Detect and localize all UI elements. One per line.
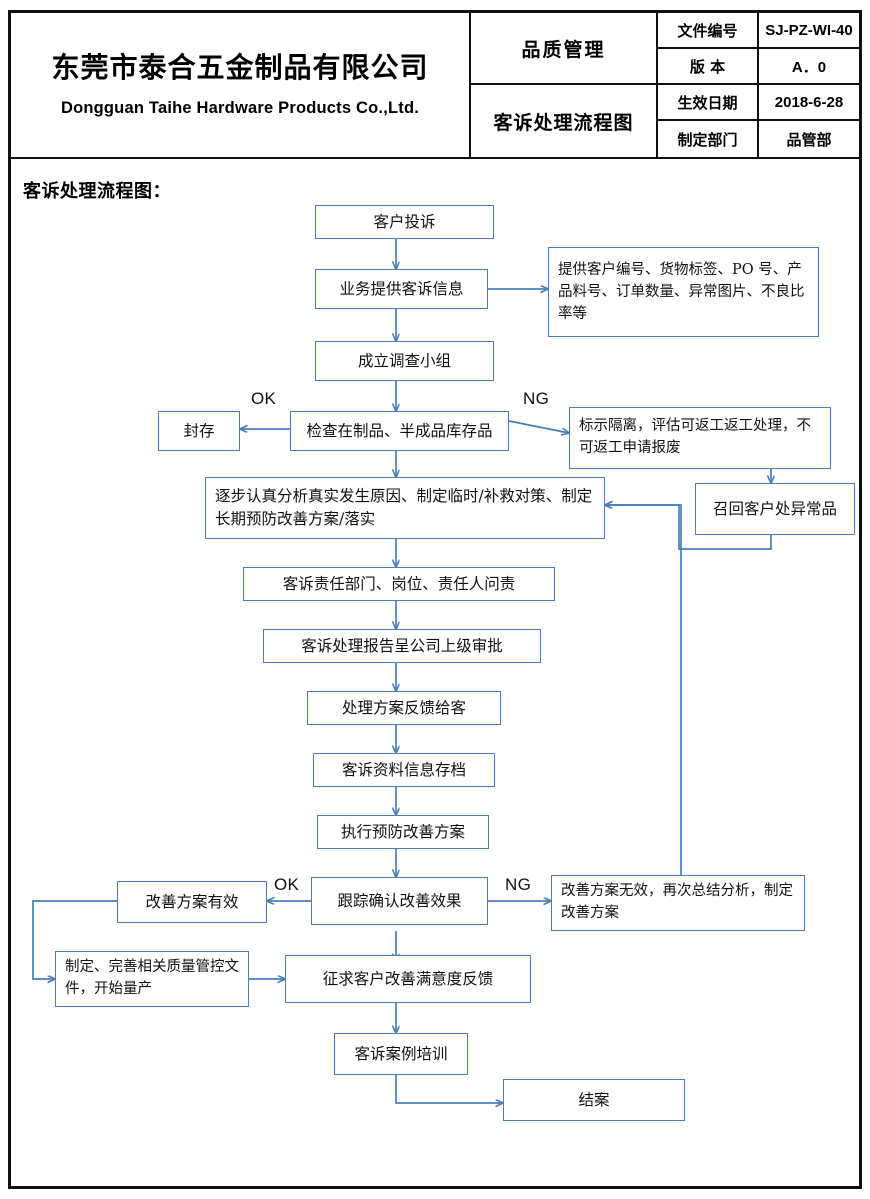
company-name-english: Dongguan Taihe Hardware Products Co.,Ltd… (60, 98, 420, 117)
field-value-doc-number: SJ-PZ-WI-40 (759, 13, 859, 49)
document-header-table: 东莞市泰合五金制品有限公司 Dongguan Taihe Hardware Pr… (11, 13, 859, 159)
flow-node-archive-records[interactable]: 客诉资料信息存档 (313, 753, 495, 787)
flow-node-feedback-to-customer[interactable]: 处理方案反馈给客 (307, 691, 501, 725)
flow-node-case-training[interactable]: 客诉案例培训 (334, 1033, 468, 1075)
flowchart-canvas: 客户投诉 业务提供客诉信息 提供客户编号、货物标签、PO 号、产品料号、订单数量… (11, 159, 859, 1186)
flow-node-establish-quality-documents[interactable]: 制定、完善相关质量管控文件，开始量产 (55, 951, 249, 1007)
document-frame: 东莞市泰合五金制品有限公司 Dongguan Taihe Hardware Pr… (8, 10, 862, 1189)
document-title-cell: 客诉处理流程图 (471, 85, 658, 157)
edge-label-ng-stock-check: NG (523, 389, 550, 408)
flowchart-heading: 客诉处理流程图： (23, 181, 171, 202)
flow-node-track-improvement-effect[interactable]: 跟踪确认改善效果 (311, 877, 488, 925)
field-label-effective-date: 生效日期 (658, 85, 759, 121)
flow-node-case-closed[interactable]: 结案 (503, 1079, 685, 1121)
flow-node-customer-satisfaction-survey[interactable]: 征求客户改善满意度反馈 (285, 955, 531, 1003)
flow-note-improvement-ineffective[interactable]: 改善方案无效，再次总结分析，制定改善方案 (551, 875, 805, 931)
flow-node-responsibility-accountability[interactable]: 客诉责任部门、岗位、责任人问责 (243, 567, 555, 601)
flow-node-report-approval[interactable]: 客诉处理报告呈公司上级审批 (263, 629, 541, 663)
flow-node-root-cause-analysis[interactable]: 逐步认真分析真实发生原因、制定临时/补救对策、制定长期预防改善方案/落实 (205, 477, 605, 539)
flow-note-required-info[interactable]: 提供客户编号、货物标签、PO 号、产品料号、订单数量、异常图片、不良比率等 (548, 247, 819, 337)
edge-label-ok-stock-check: OK (251, 389, 277, 408)
flow-node-improvement-effective[interactable]: 改善方案有效 (117, 881, 267, 923)
field-label-department: 制定部门 (658, 121, 759, 157)
flow-node-check-wip-stock[interactable]: 检查在制品、半成品库存品 (290, 411, 509, 451)
flow-node-form-investigation-team[interactable]: 成立调查小组 (315, 341, 494, 381)
flow-note-mark-isolate[interactable]: 标示隔离，评估可返工返工处理，不可返工申请报废 (569, 407, 831, 469)
field-value-version: A．0 (759, 49, 859, 85)
company-name-cell: 东莞市泰合五金制品有限公司 Dongguan Taihe Hardware Pr… (11, 13, 471, 157)
flow-node-seal-storage[interactable]: 封存 (158, 411, 240, 451)
field-value-department: 品管部 (786, 131, 832, 149)
flow-node-execute-prevention-plan[interactable]: 执行预防改善方案 (317, 815, 489, 849)
document-category-cell: 品质管理 (471, 13, 658, 85)
field-value-effective-date: 2018-6-28 (759, 85, 859, 121)
flow-node-customer-complaint[interactable]: 客户投诉 (315, 205, 494, 239)
field-label-version: 版 本 (658, 49, 759, 85)
company-name-chinese: 东莞市泰合五金制品有限公司 (51, 51, 429, 85)
flowchart-connectors (32, 239, 859, 1186)
flow-node-sales-provides-info[interactable]: 业务提供客诉信息 (315, 269, 488, 309)
flow-node-recall-abnormal-goods[interactable]: 召回客户处异常品 (695, 483, 855, 535)
edge-label-ok-improvement: OK (274, 875, 300, 894)
edge-label-ng-improvement: NG (505, 875, 532, 894)
field-label-doc-number: 文件编号 (658, 13, 759, 49)
